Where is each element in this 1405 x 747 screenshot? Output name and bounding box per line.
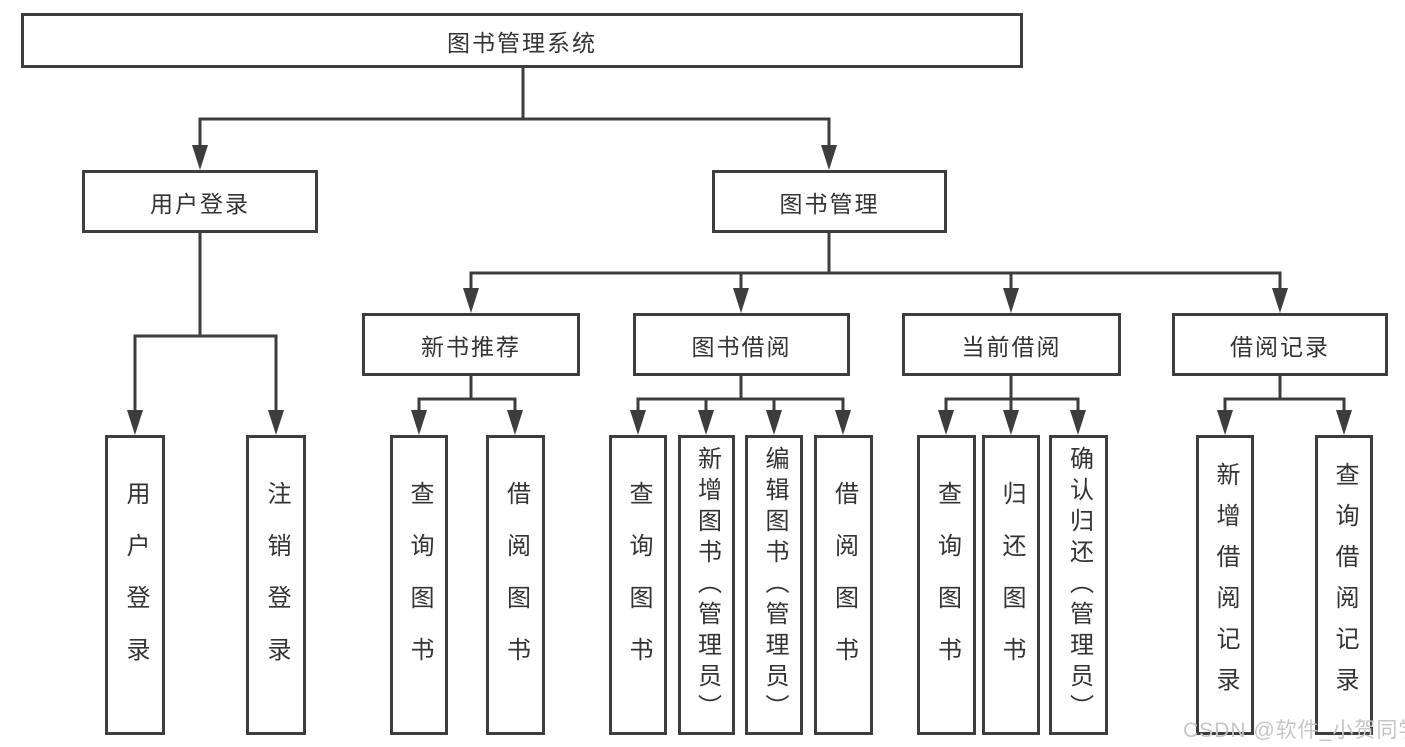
node-current-borrowing: 当前借阅 — [902, 313, 1121, 376]
arrowhead — [1336, 410, 1352, 435]
leaf-borrow-books-2-label: 借阅图书 — [830, 481, 858, 689]
node-root-label: 图书管理系统 — [447, 29, 597, 56]
leaf-logout-label: 注销登录 — [263, 481, 290, 689]
leaf-confirm-return-admin-label: 确认归还（管理员） — [1065, 445, 1093, 725]
arrowhead — [411, 410, 427, 435]
arrowhead — [1272, 288, 1288, 313]
node-borrowing-records: 借阅记录 — [1172, 313, 1388, 376]
arrowhead — [698, 410, 714, 435]
leaf-query-books-3-label: 查询图书 — [933, 481, 961, 689]
leaf-query-books-2-label: 查询图书 — [625, 481, 652, 689]
leaf-borrow-books-1: 借阅图书 — [486, 435, 545, 735]
arrowhead — [192, 145, 208, 170]
node-current-borrowing-label: 当前借阅 — [961, 333, 1062, 360]
connector-borrow-split — [636, 397, 845, 414]
arrowhead — [938, 410, 954, 435]
leaf-edit-books-admin: 编辑图书（管理员） — [745, 435, 803, 735]
leaf-user-login: 用户登录 — [105, 435, 165, 735]
node-new-book-recommend-label: 新书推荐 — [421, 333, 521, 360]
leaf-add-borrow-record-label: 新增借阅记录 — [1212, 462, 1239, 708]
leaf-query-books-1: 查询图书 — [390, 435, 448, 735]
leaf-query-books-1-label: 查询图书 — [406, 481, 433, 689]
arrowhead — [1003, 288, 1019, 313]
arrowhead — [463, 288, 479, 313]
node-user-login-label: 用户登录 — [150, 190, 250, 217]
node-borrowing-records-label: 借阅记录 — [1230, 333, 1330, 360]
arrowhead — [766, 410, 782, 435]
arrowhead — [1003, 410, 1019, 435]
connector-newbook-split — [417, 397, 517, 414]
leaf-add-borrow-record: 新增借阅记录 — [1196, 435, 1254, 735]
arrowhead — [821, 145, 837, 170]
arrowhead — [1217, 410, 1233, 435]
csdn-watermark: CSDN @软件_小贺同学 — [1183, 719, 1405, 742]
leaf-borrow-books-1-label: 借阅图书 — [502, 481, 530, 689]
connector-record-split — [1223, 397, 1346, 414]
node-book-borrowing: 图书借阅 — [633, 313, 850, 376]
leaf-query-borrow-record: 查询借阅记录 — [1315, 435, 1373, 735]
leaf-confirm-return-admin: 确认归还（管理员） — [1049, 435, 1108, 735]
arrowhead — [507, 410, 523, 435]
leaf-add-books-admin-label: 新增图书（管理员） — [693, 445, 721, 725]
arrowhead — [268, 410, 284, 435]
leaf-query-borrow-record-label: 查询借阅记录 — [1331, 462, 1358, 708]
leaf-return-books: 归还图书 — [982, 435, 1040, 735]
leaf-logout: 注销登录 — [246, 435, 306, 735]
node-book-borrowing-label: 图书借阅 — [691, 333, 792, 360]
leaf-return-books-label: 归还图书 — [998, 481, 1025, 689]
connector-root-split — [198, 117, 831, 150]
leaf-query-books-2: 查询图书 — [609, 435, 667, 735]
node-new-book-recommend: 新书推荐 — [362, 313, 580, 376]
leaf-edit-books-admin-label: 编辑图书（管理员） — [761, 445, 788, 725]
arrowhead — [630, 410, 646, 435]
leaf-user-login-label: 用户登录 — [122, 481, 149, 689]
arrowhead — [733, 288, 749, 313]
leaf-add-books-admin: 新增图书（管理员） — [678, 435, 735, 735]
arrowhead — [835, 410, 851, 435]
connector-bookmgmt-split — [469, 271, 1282, 292]
arrowhead — [1070, 410, 1086, 435]
node-book-management: 图书管理 — [712, 170, 947, 233]
leaf-query-books-3: 查询图书 — [917, 435, 976, 735]
connector-userlogin-split — [133, 334, 278, 414]
node-book-management-label: 图书管理 — [779, 190, 880, 217]
leaf-borrow-books-2: 借阅图书 — [814, 435, 873, 735]
node-user-login: 用户登录 — [82, 170, 318, 233]
arrowhead — [127, 410, 143, 435]
node-root: 图书管理系统 — [21, 13, 1023, 68]
